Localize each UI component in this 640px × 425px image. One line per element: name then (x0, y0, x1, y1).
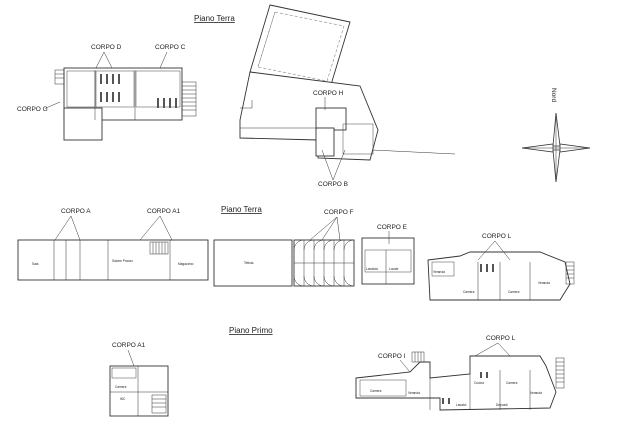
title-piano-terra-mid: Piano Terra (221, 205, 262, 214)
leader-lines-top-mid (321, 97, 346, 181)
label-corpo-c: CORPO C (155, 44, 186, 51)
label-corpo-a1: CORPO A1 (147, 208, 181, 215)
room-camera-l-primo: Camera (506, 381, 518, 385)
room-camera-a1-primo: Camera (115, 385, 127, 389)
room-camera-ground-2: Camera (508, 290, 520, 294)
plan-corpo-h-b (239, 4, 456, 161)
plan-corpo-a-a1 (17, 239, 209, 281)
title-piano-primo: Piano Primo (229, 326, 273, 335)
label-corpo-g: CORPO G (17, 106, 48, 113)
label-corpo-b: CORPO B (318, 181, 348, 188)
label-corpo-h: CORPO H (313, 90, 344, 97)
leader-lines-top-left (45, 51, 168, 109)
leader-lines-mid-left (54, 215, 173, 241)
plan-tettoia (213, 239, 293, 287)
room-camera-ground-1: Camera (463, 290, 475, 294)
room-wc-a1-primo: WC (120, 397, 126, 401)
plan-corpo-f (293, 239, 355, 287)
label-corpo-e: CORPO E (377, 224, 408, 231)
room-locale: Locale (389, 267, 399, 271)
room-lavatoio: Lavatoio (366, 267, 378, 271)
label-corpo-i-primo: CORPO I (378, 353, 406, 360)
plan-corpo-a1-primo (109, 365, 169, 417)
leader-lines-corpo-f (309, 216, 341, 241)
room-camera-i-primo: Camera (370, 389, 382, 393)
north-label: Nord (550, 88, 557, 102)
label-corpo-l-primo: CORPO L (486, 335, 516, 342)
plan-corpo-e (361, 237, 415, 285)
title-piano-terra-top: Piano Terra (194, 14, 235, 23)
label-corpo-d: CORPO D (91, 44, 122, 51)
room-veranda-i-primo: Veranda (408, 391, 420, 395)
plan-corpo-l-ground (427, 251, 575, 301)
room-lavatoi-primo: Lavatoi (456, 403, 467, 407)
label-corpo-f: CORPO F (324, 209, 354, 216)
room-veranda-ground: Veranda (433, 270, 445, 274)
room-depositi-primo: Depositi (496, 403, 508, 407)
room-magazzino: Magazzino (178, 262, 194, 266)
leader-lines-corpo-l-ground (477, 240, 511, 261)
label-corpo-l-ground: CORPO L (482, 233, 512, 240)
plan-corpo-i-l-primo (355, 351, 565, 411)
room-tettoia: Tettoia (244, 261, 254, 265)
room-salone-pranzo: Salone Pranzo (112, 259, 133, 263)
leader-lines-primo-right (399, 342, 511, 373)
room-veranda-l-primo: Veranda (530, 391, 542, 395)
label-corpo-a1-primo: CORPO A1 (112, 342, 146, 349)
room-cucina-primo: Cucina (474, 381, 484, 385)
room-veranda-ground-2: Veranda (538, 281, 550, 285)
north-arrow-icon (521, 112, 591, 183)
leader-line-a1-primo (127, 349, 135, 367)
plan-corpo-d-c (54, 67, 197, 141)
label-corpo-a: CORPO A (61, 208, 91, 215)
room-sala: Sala (32, 262, 39, 266)
